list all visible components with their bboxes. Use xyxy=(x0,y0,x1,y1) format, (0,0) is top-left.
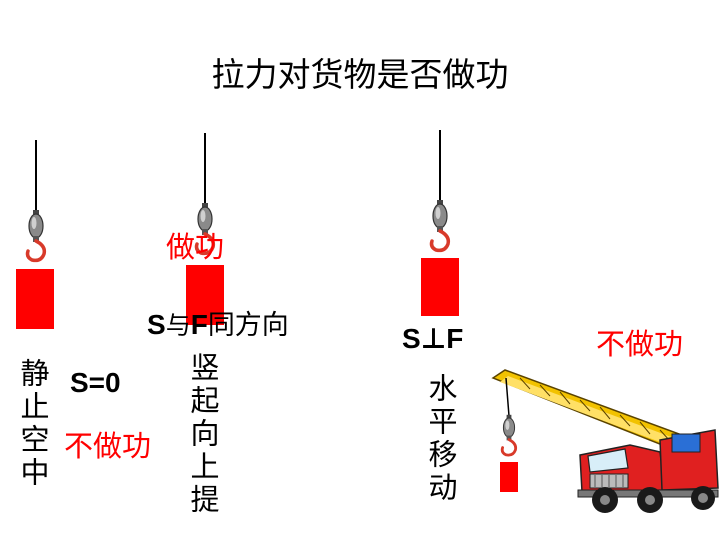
slide-title: 拉力对货物是否做功 xyxy=(211,55,509,94)
lift-formula-s: S xyxy=(147,309,166,340)
wheel-middle xyxy=(637,487,663,513)
hook-group-horizontal xyxy=(421,130,459,316)
lift-formula-yu: 与 xyxy=(165,311,191,340)
crane-truck-illustration xyxy=(491,369,719,513)
cargo-box-lift xyxy=(186,265,224,325)
lift-formula-f: F xyxy=(190,309,208,340)
lift-condition-text: 竖起向上提 xyxy=(186,352,220,517)
lift-verdict-text: 做功 xyxy=(166,230,225,264)
wheel-front xyxy=(592,487,618,513)
static-condition-text: 静止空中 xyxy=(16,358,50,490)
horizontal-formula-text: S⊥F xyxy=(402,323,464,354)
hook-icon xyxy=(429,198,451,253)
cargo-box-static xyxy=(16,269,54,329)
hook-group-lift xyxy=(186,133,224,325)
hook-icon xyxy=(500,413,518,457)
cargo-box-crane xyxy=(500,462,518,492)
static-verdict-text: 不做功 xyxy=(64,429,152,463)
wheel-rear xyxy=(691,486,715,510)
lift-formula-text: S与F同方向 xyxy=(147,303,289,342)
horizontal-condition-text: 水平移动 xyxy=(424,373,458,505)
hook-group-static xyxy=(16,140,54,329)
hook-icon xyxy=(25,208,47,263)
cargo-box-horizontal xyxy=(421,258,459,316)
static-formula-text: S=0 xyxy=(70,367,121,398)
horizontal-verdict-text: 不做功 xyxy=(596,327,684,361)
lift-formula-rest: 同方向 xyxy=(207,310,289,341)
